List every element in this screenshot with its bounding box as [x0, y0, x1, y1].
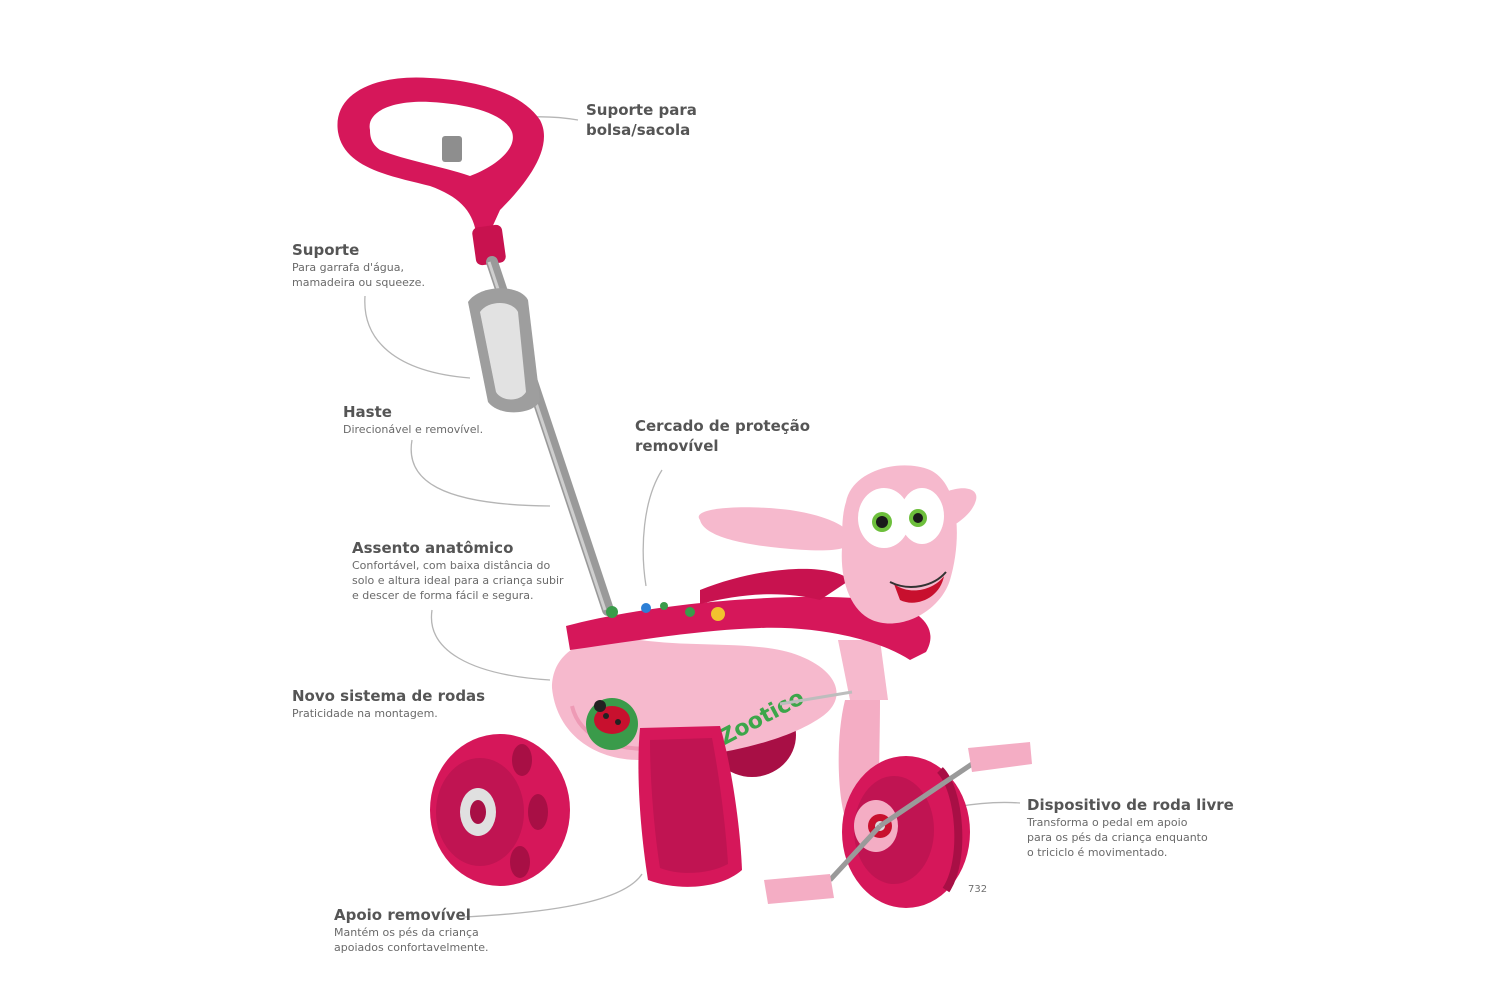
callout-title: Dispositivo de roda livre	[1027, 796, 1234, 814]
model-code: 732	[968, 884, 988, 895]
leader-bottle-holder	[364, 295, 471, 379]
callout-description: Transforma o pedal em apoio para os pés …	[1027, 816, 1208, 859]
push-handle	[337, 77, 544, 266]
bag-hook	[442, 136, 462, 162]
leader-footrest	[464, 873, 643, 918]
right-pedal	[968, 742, 1032, 772]
footrest	[638, 726, 742, 887]
callout-description: Confortável, com baixa distância do solo…	[352, 559, 564, 602]
guard-rail	[566, 568, 931, 660]
leader-seat	[430, 609, 551, 681]
callout-description: Mantém os pés da criança apoiados confor…	[334, 926, 489, 954]
callout-description: Praticidade na montagem.	[292, 707, 438, 720]
callout-push-rod: Haste Direcionável e removível.	[343, 402, 483, 437]
callout-title: Suporte para bolsa/sacola	[586, 101, 697, 139]
callout-bag-holder: Suporte para bolsa/sacola	[586, 100, 697, 140]
callout-title: Assento anatômico	[352, 539, 514, 557]
left-ear	[698, 507, 852, 551]
callout-title: Cercado de proteção removível	[635, 417, 811, 455]
ladybug-sticker	[586, 698, 638, 750]
callout-seat: Assento anatômico Confortável, com baixa…	[352, 538, 564, 603]
leader-guard-rail	[642, 469, 663, 587]
bottle-holder	[468, 288, 540, 413]
callout-footrest: Apoio removível Mantém os pés da criança…	[334, 905, 488, 955]
callout-description: Para garrafa d'água, mamadeira ou squeez…	[292, 261, 425, 289]
callout-guard-rail: Cercado de proteção removível	[635, 416, 810, 456]
callout-title: Apoio removível	[334, 906, 471, 924]
leader-push-rod	[410, 439, 551, 507]
callout-wheel-system: Novo sistema de rodas Praticidade na mon…	[292, 686, 485, 721]
callout-title: Suporte	[292, 241, 360, 259]
callout-title: Novo sistema de rodas	[292, 687, 486, 705]
rear-left-wheel	[430, 734, 570, 886]
callout-free-wheel: Dispositivo de roda livre Transforma o p…	[1027, 795, 1234, 860]
pedals	[764, 742, 1032, 904]
callout-title: Haste	[343, 403, 392, 421]
callout-description: Direcionável e removível.	[343, 423, 484, 436]
left-pedal	[764, 874, 834, 904]
callout-bottle-holder: Suporte Para garrafa d'água, mamadeira o…	[292, 240, 425, 290]
face-head	[698, 465, 977, 624]
